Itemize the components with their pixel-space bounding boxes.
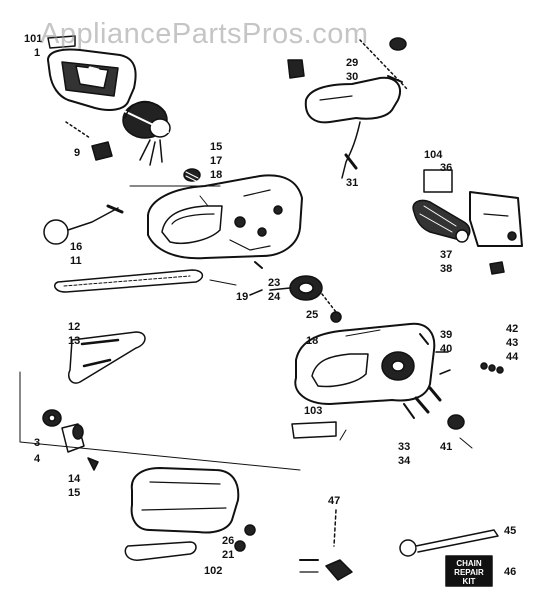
- worm-gear: [183, 168, 201, 183]
- brush-holder: [65, 121, 113, 161]
- label-42: 42: [506, 323, 518, 335]
- label-101: 101: [24, 33, 42, 45]
- label-37: 37: [440, 249, 452, 261]
- label-38: 38: [440, 263, 452, 275]
- top-handle: [287, 59, 403, 179]
- bushing: [42, 409, 85, 453]
- label-46: 46: [504, 566, 516, 578]
- kit-line-1: CHAIN: [456, 559, 482, 568]
- label-47: 47: [328, 495, 340, 507]
- cord-loop: [43, 204, 124, 245]
- screws: [480, 362, 504, 374]
- label-11: 11: [70, 255, 82, 267]
- chassis-housing: [147, 174, 303, 260]
- label-3: 3: [34, 437, 40, 449]
- label-23: 23: [268, 277, 280, 289]
- label-29: 29: [346, 57, 358, 69]
- leader-lines: [19, 185, 473, 471]
- kit-line-2: REPAIR: [454, 568, 484, 577]
- carry-case: [130, 467, 240, 534]
- guide-bar: [68, 331, 146, 384]
- chain-repair-kit-box: [445, 555, 493, 587]
- label-12: 12: [68, 321, 80, 333]
- sprocket: [249, 261, 323, 301]
- label-9: 9: [74, 147, 80, 159]
- side-plate: [423, 169, 523, 247]
- label-103: 103: [304, 405, 322, 417]
- armature: [121, 100, 171, 166]
- label-104: 104: [424, 149, 443, 161]
- label-15: 15: [210, 141, 222, 153]
- label-16: 16: [70, 241, 82, 253]
- label-43: 43: [506, 337, 518, 349]
- label-24: 24: [268, 291, 281, 303]
- saw-chain: [53, 269, 204, 293]
- clip: [87, 457, 99, 471]
- label-44: 44: [506, 351, 519, 363]
- label-102: 102: [204, 565, 222, 577]
- label-26: 26: [222, 535, 234, 547]
- wrench: [399, 529, 499, 557]
- bar-bolt: [403, 386, 465, 430]
- label-25: 25: [306, 309, 318, 321]
- lower-housing: [294, 322, 451, 405]
- label-13: 13: [68, 335, 80, 347]
- label-30: 30: [346, 71, 358, 83]
- label-17: 17: [210, 155, 222, 167]
- file-tool: [299, 509, 353, 581]
- label-41: 41: [440, 441, 452, 453]
- washer: [321, 293, 342, 323]
- top-nut: [359, 37, 409, 91]
- label-14: 14: [68, 473, 81, 485]
- oil-cap: [234, 524, 256, 552]
- label-31: 31: [346, 177, 358, 189]
- label-21: 21: [222, 549, 234, 561]
- label-18b: 18: [306, 335, 318, 347]
- label-1: 1: [34, 47, 40, 59]
- kit-box-text: CHAIN REPAIR KIT: [454, 559, 484, 586]
- part-labels: 101 1 9 15 17 18 16 11 12 13 19 23 24 25…: [24, 33, 519, 578]
- handle-nut: [489, 261, 505, 275]
- name-plate: [291, 421, 337, 439]
- kit-line-3: KIT: [463, 577, 476, 586]
- label-45: 45: [504, 525, 516, 537]
- bar-guard: [124, 541, 197, 561]
- label-40: 40: [440, 343, 452, 355]
- label-39: 39: [440, 329, 452, 341]
- label-33: 33: [398, 441, 410, 453]
- label-18: 18: [210, 169, 222, 181]
- label-4: 4: [34, 453, 41, 465]
- grip-handle: [412, 199, 471, 243]
- motor-housing: [47, 35, 137, 111]
- label-19: 19: [236, 291, 248, 303]
- label-34: 34: [398, 455, 411, 467]
- watermark: AppliancePartsPros.com: [40, 18, 369, 50]
- label-36: 36: [440, 162, 452, 174]
- label-15b: 15: [68, 487, 80, 499]
